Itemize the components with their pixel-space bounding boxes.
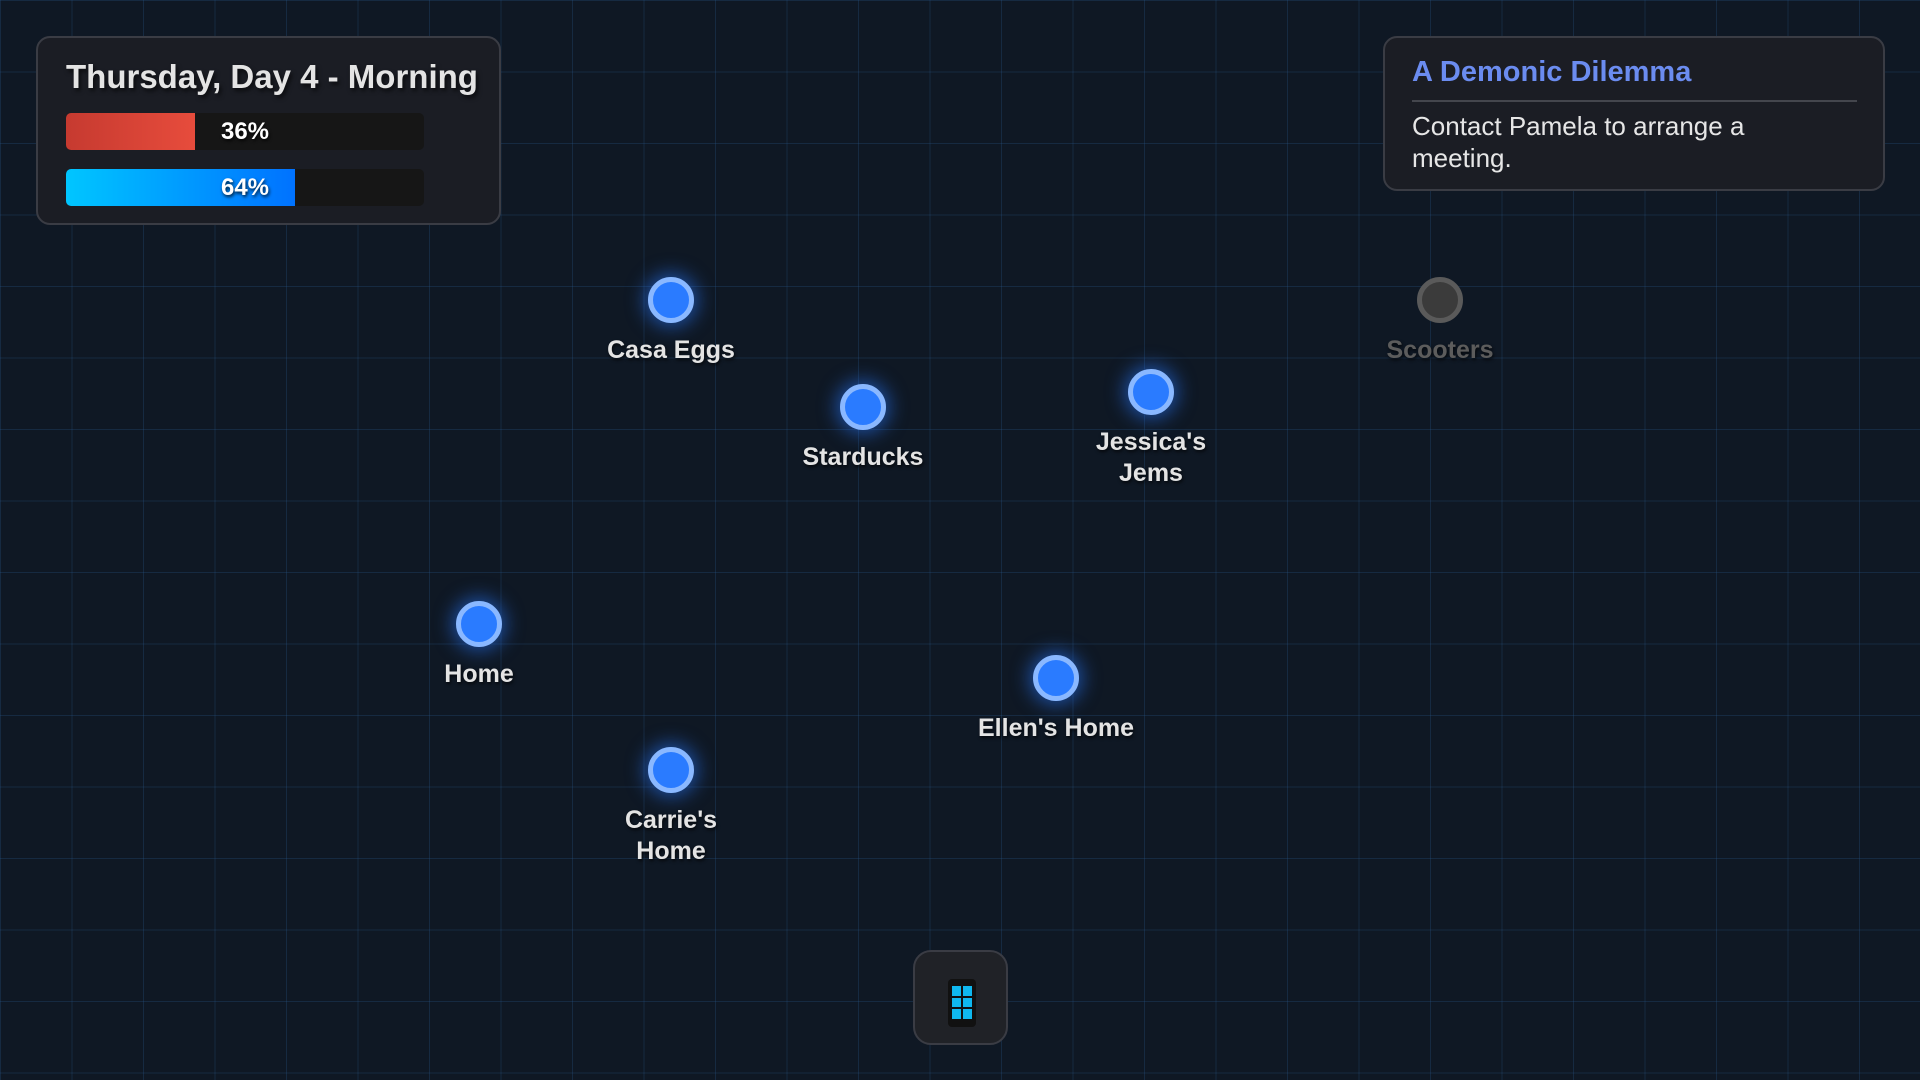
day-time-title: Thursday, Day 4 - Morning <box>66 58 478 95</box>
mobile-phone-icon <box>948 979 976 1027</box>
blue-stat-fill <box>66 169 296 206</box>
location-starducks[interactable]: Starducks <box>743 384 983 473</box>
location-marker-icon <box>648 747 694 793</box>
time-status-panel: Thursday, Day 4 - Morning 36% 64% <box>36 36 501 225</box>
phone-button[interactable] <box>913 950 1008 1045</box>
quest-divider <box>1412 100 1857 102</box>
location-marker-locked-icon <box>1417 277 1463 323</box>
blue-stat-label: 64% <box>220 174 270 201</box>
location-marker-icon <box>1128 369 1174 415</box>
location-home[interactable]: Home <box>359 601 599 690</box>
quest-title: A Demonic Dilemma <box>1412 56 1692 88</box>
location-casa-eggs[interactable]: Casa Eggs <box>551 277 791 366</box>
location-label: Casa Eggs <box>607 336 735 364</box>
location-carries-home[interactable]: Carrie's Home <box>606 747 736 867</box>
blue-stat-bar: 64% <box>66 169 424 206</box>
location-ellens-home[interactable]: Ellen's Home <box>936 655 1176 744</box>
location-marker-icon <box>456 601 502 647</box>
location-marker-icon <box>648 277 694 323</box>
location-label: Jessica's Jems <box>1095 428 1207 487</box>
quest-panel: A Demonic Dilemma Contact Pamela to arra… <box>1383 36 1885 191</box>
quest-description: Contact Pamela to arrange a meeting. <box>1412 111 1745 173</box>
location-label: Scooters <box>1386 336 1494 364</box>
location-scooters: Scooters <box>1320 277 1560 366</box>
location-label: Ellen's Home <box>978 714 1134 742</box>
location-label: Carrie's Home <box>624 806 718 865</box>
red-stat-label: 36% <box>220 118 270 145</box>
location-label: Starducks <box>802 443 924 471</box>
location-marker-icon <box>1033 655 1079 701</box>
location-label: Home <box>444 660 514 688</box>
red-stat-fill <box>66 113 195 150</box>
location-marker-icon <box>840 384 886 430</box>
location-jessicas-jems[interactable]: Jessica's Jems <box>1076 369 1226 489</box>
red-stat-bar: 36% <box>66 113 424 150</box>
